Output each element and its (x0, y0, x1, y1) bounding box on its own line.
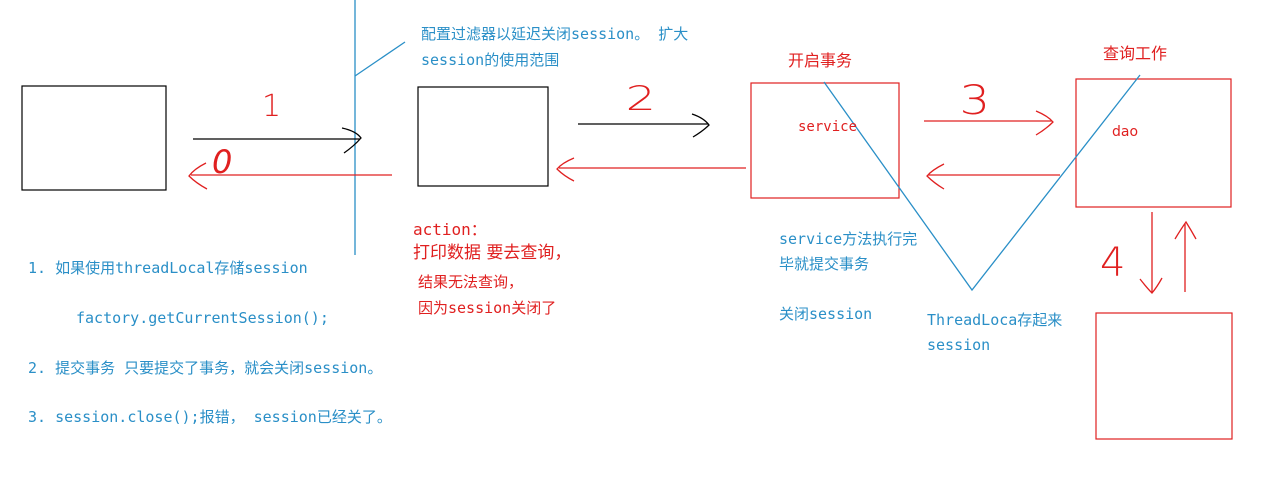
arrow-4-up (1174, 220, 1197, 292)
service-note-line1: service方法执行完 (779, 230, 918, 248)
action-title: action： (413, 220, 487, 239)
step-0-label: 0 (212, 143, 233, 181)
filter-note-line1: 配置过滤器以延迟关闭session。 扩大 (421, 25, 689, 43)
step-1-label: 1 (262, 89, 282, 124)
action-box (417, 86, 549, 187)
filter-note-line2: session的使用范围 (421, 51, 560, 69)
service-note-line3: 关闭session (779, 305, 873, 323)
threadlocal-note-line1: ThreadLoca存起来 (927, 311, 1063, 329)
arrow-0 (188, 162, 392, 190)
arrow-4-down (1139, 212, 1163, 294)
action-note-line1: 打印数据 要去查询， (413, 243, 572, 263)
query-work-label: 查询工作 (1103, 44, 1168, 63)
database-box (1095, 312, 1233, 440)
service-note-line2: 毕就提交事务 (779, 255, 870, 273)
arrow-1 (193, 127, 362, 154)
step-4-label: 4 (1100, 240, 1126, 286)
note-item-2: 2. 提交事务 只要提交了事务，就会关闭session。 (28, 359, 383, 377)
arrow-service-to-action (556, 157, 746, 182)
action-note-line3: 因为session关闭了 (418, 299, 557, 317)
client-box (21, 85, 167, 191)
step-2-label: 2 (625, 79, 656, 119)
note-item-1: 1. 如果使用threadLocal存储session (28, 259, 308, 277)
threadlocal-note-line2: session (927, 336, 991, 354)
service-box (750, 82, 900, 199)
note-item-1-code: factory.getCurrentSession(); (76, 309, 329, 327)
note-item-3: 3. session.close();报错， session已经关了。 (28, 408, 392, 426)
arrow-3 (924, 110, 1054, 136)
action-note-line2: 结果无法查询， (418, 273, 524, 291)
arrow-2 (578, 113, 710, 138)
filter-pointer (354, 41, 406, 77)
service-box-label: service (798, 119, 858, 135)
dao-box-label: dao (1112, 124, 1139, 140)
step-3-label: 3 (959, 78, 990, 124)
threadlocal-v-line (823, 74, 1141, 292)
dao-box (1075, 78, 1232, 208)
arrow-dao-to-service (926, 163, 1060, 190)
open-transaction-label: 开启事务 (788, 51, 853, 70)
